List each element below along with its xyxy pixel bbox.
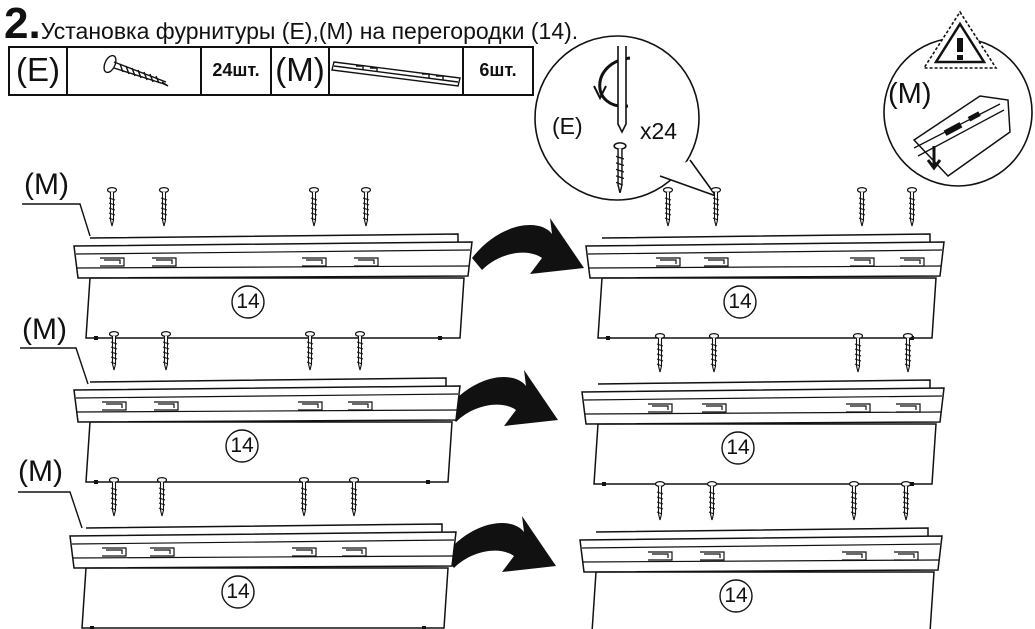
part-m-label-cell: (M) [270,46,330,96]
part-m-id: (M) [275,51,325,88]
arrow-right-icon [472,218,584,274]
row-label-3: (M) [18,455,63,488]
panel-number-label: 14 [728,290,752,313]
panel-number-label: 14 [236,290,260,313]
warning-part-label: (M) [888,78,932,110]
panel-before-3 [18,477,457,629]
part-m-qty: 6шт. [479,60,517,80]
part-e-id: (E) [16,51,60,88]
step-title-text: Установка фурнитуры (E),(M) на перегород… [40,18,579,44]
warning-callout [883,10,1033,187]
panel-after-1 [585,187,945,340]
screw-icon [103,54,169,87]
step-title: 2.Установка фурнитуры (E),(M) на перегор… [4,2,578,46]
panel-number-label: 14 [726,436,750,459]
down-arrow-icon [926,146,942,171]
panel-after-3 [579,481,943,629]
panel-before-1 [22,187,473,340]
row-label-1: (M) [24,168,69,201]
row-label-2: (M) [22,313,67,346]
panel-number-label: 14 [226,580,250,603]
panel-number-label: 14 [230,434,254,457]
rail-icon [331,61,461,87]
arrow-right-icon [446,370,558,426]
part-e-qty: 24шт. [212,60,260,80]
rotate-arrow-icon [593,85,607,101]
arrow-right-icon [444,516,556,572]
panel-after-2 [581,333,945,486]
step-number: 2. [4,0,41,48]
part-m-qty-cell: 6шт. [462,46,534,96]
screwdriver-icon [617,46,627,134]
callout-part-label: (E) [552,113,583,139]
panel-before-2 [20,331,461,484]
transition-arrows [444,218,584,572]
panels-layer [18,187,945,629]
callout-count: x24 [640,118,678,144]
panel-number-label: 14 [724,584,748,607]
screw-callout [534,35,719,201]
